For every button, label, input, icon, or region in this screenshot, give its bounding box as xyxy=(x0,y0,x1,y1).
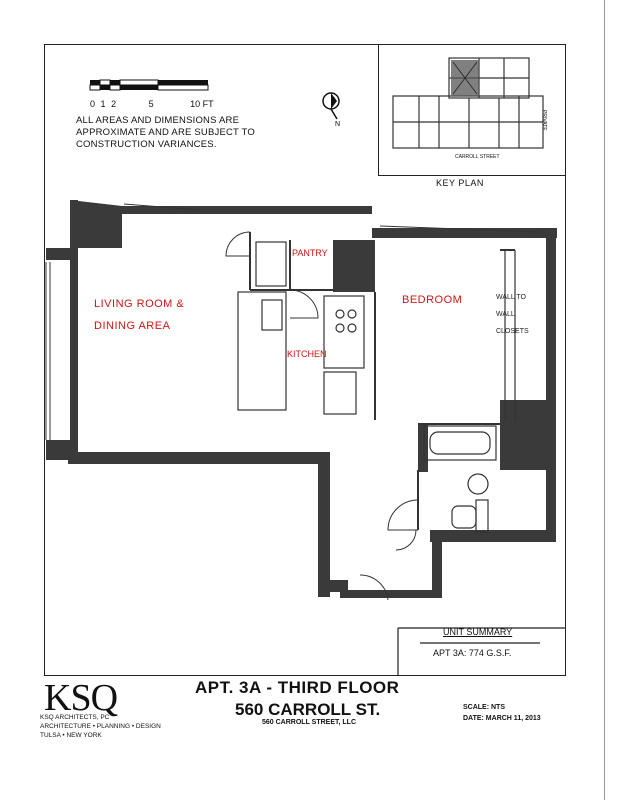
drawing-date: DATE: MARCH 11, 2013 xyxy=(463,715,541,722)
scale-tick: 10 FT xyxy=(190,99,214,109)
key-plan: CARROLL STREET PRIVATE xyxy=(378,44,566,176)
unit-summary-title: UNIT SUMMARY xyxy=(443,627,513,637)
drawing-scale: SCALE: NTS xyxy=(463,704,505,711)
note-line: CONSTRUCTION VARIANCES. xyxy=(76,139,217,150)
scale-tick: 2 xyxy=(111,99,117,109)
room-label-pantry: PANTRY xyxy=(292,248,328,258)
drawing-address: 560 CARROLL ST. xyxy=(235,700,381,719)
ksq-logo: KSQ xyxy=(44,677,118,719)
room-label-kitchen: KITCHEN xyxy=(287,349,327,359)
disclaimer-note: ALL AREAS AND DIMENSIONS ARE APPROXIMATE… xyxy=(76,115,255,151)
closet-label: WALL TO WALL CLOSETS xyxy=(496,294,529,335)
svg-text:N: N xyxy=(335,121,340,126)
room-label-bedroom: BEDROOM xyxy=(402,294,463,306)
key-plan-drawing xyxy=(392,57,544,149)
scale-tick: 0 xyxy=(90,99,96,109)
drawing-title: APT. 3A - THIRD FLOOR xyxy=(195,678,400,697)
scale-tick: 1 xyxy=(100,99,106,109)
room-label-line: LIVING ROOM & xyxy=(94,298,185,310)
closet-label-line: WALL TO xyxy=(496,294,526,301)
room-label-line: DINING AREA xyxy=(94,320,171,332)
note-line: APPROXIMATE AND ARE SUBJECT TO xyxy=(76,127,255,138)
note-line: ALL AREAS AND DIMENSIONS ARE xyxy=(76,115,240,126)
drawing-owner: 560 CARROLL STREET, LLC xyxy=(262,719,356,726)
firm-services: ARCHITECTURE • PLANNING • DESIGN xyxy=(40,723,161,730)
drawing-border xyxy=(44,44,566,676)
scale-bar xyxy=(89,79,209,91)
scale-ticks: 0 1 2 5 10 FT xyxy=(90,99,214,109)
scan-edge-line xyxy=(604,0,605,800)
north-arrow-icon: N xyxy=(322,92,340,126)
unit-summary-value: APT 3A: 774 G.S.F. xyxy=(433,648,512,658)
room-label-living: LIVING ROOM & DINING AREA xyxy=(94,298,184,332)
key-plan-label: KEY PLAN xyxy=(436,178,484,188)
closet-label-line: CLOSETS xyxy=(496,328,529,335)
scale-tick: 5 xyxy=(148,99,154,109)
firm-locations: TULSA • NEW YORK xyxy=(40,732,102,739)
key-plan-street: CARROLL STREET xyxy=(455,154,500,160)
firm-name: KSQ ARCHITECTS, PC xyxy=(40,714,110,721)
closet-label-line: WALL xyxy=(496,311,515,318)
